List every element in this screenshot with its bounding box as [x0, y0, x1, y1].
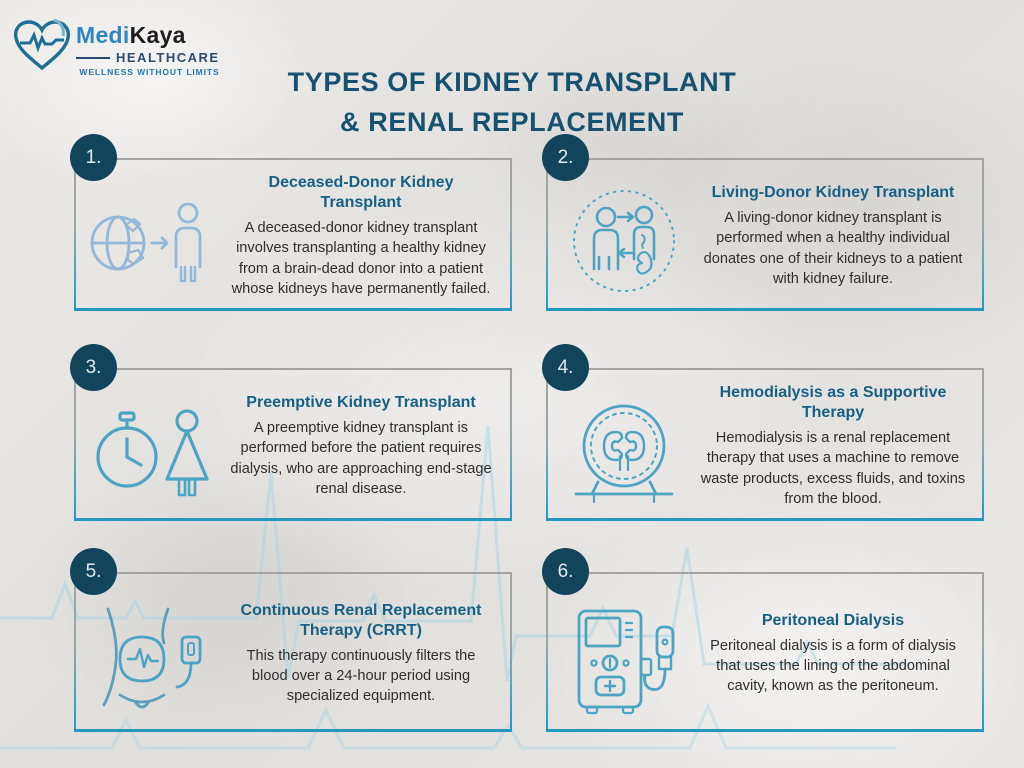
card-title: Continuous Renal Replacement Therapy (CR…: [240, 601, 482, 639]
globe-to-recipient-icon: [90, 202, 202, 283]
card-preemptive: 3. Preemptive Kidney Transplant A preemp…: [70, 344, 512, 521]
page-title-line1: TYPES OF KIDNEY TRANSPLANT: [287, 67, 737, 97]
logo-name-kaya: Kaya: [129, 22, 186, 48]
card-living-donor: 2. Living-Donor Kidney Transplant A liv: [542, 134, 984, 311]
card-title: Preemptive Kidney Transplant: [246, 394, 476, 412]
card-title: Deceased-Donor Kidney Transplant: [268, 174, 454, 212]
card-title: Hemodialysis as a Supportive Therapy: [719, 384, 947, 422]
card-body: This therapy continuously filters the bl…: [246, 647, 476, 705]
dialyzer-kidneys-icon: [574, 404, 674, 504]
page-title-line2: & RENAL REPLACEMENT: [340, 107, 684, 137]
medikaya-logo: MediKaya HEALTHCARE WELLNESS WITHOUT LIM…: [10, 14, 220, 77]
card-number-badge: 2.: [542, 134, 589, 181]
card-peritoneal: 6.: [542, 548, 984, 732]
card-deceased-donor: 1. Deceased-Donor Kidney Transplant A de…: [70, 134, 512, 311]
card-number-badge: 5.: [70, 548, 117, 595]
logo-tagline: WELLNESS WITHOUT LIMITS: [79, 67, 220, 77]
card-crrt: 5. Continuous Renal Replacement Therapy …: [70, 548, 512, 732]
heart-pulse-logo-icon: [13, 18, 71, 71]
card-number-badge: 4.: [542, 344, 589, 391]
abdomen-crrt-icon: [102, 607, 202, 708]
card-title: Peritoneal Dialysis: [761, 611, 905, 629]
logo-divider-line: [76, 56, 110, 59]
page-title: TYPES OF KIDNEY TRANSPLANT & RENAL REPLA…: [0, 62, 1024, 142]
card-number-badge: 3.: [70, 344, 117, 391]
logo-name: MediKaya: [76, 22, 220, 49]
stopwatch-patient-icon: [96, 409, 209, 497]
card-body: Peritoneal dialysis is a form of dialysi…: [710, 637, 956, 695]
donor-exchange-icon: [573, 190, 675, 292]
card-number-badge: 1.: [70, 134, 117, 181]
card-number-badge: 6.: [542, 548, 589, 595]
card-body: A deceased-donor kidney transplant invol…: [231, 220, 491, 297]
card-title: Living-Donor Kidney Transplant: [711, 184, 955, 202]
card-body: A living-donor kidney transplant is perf…: [703, 210, 963, 287]
card-body: A preemptive kidney transplant is perfor…: [230, 420, 492, 497]
card-hemodialysis: 4. Hemodialysis as a Supportive Therapy …: [542, 344, 984, 521]
card-body: Hemodialysis is a renal replacement ther…: [700, 430, 966, 507]
logo-name-medi: Medi: [76, 22, 130, 48]
dialysis-machine-icon: [577, 609, 675, 714]
logo-subtitle: HEALTHCARE: [116, 50, 220, 65]
